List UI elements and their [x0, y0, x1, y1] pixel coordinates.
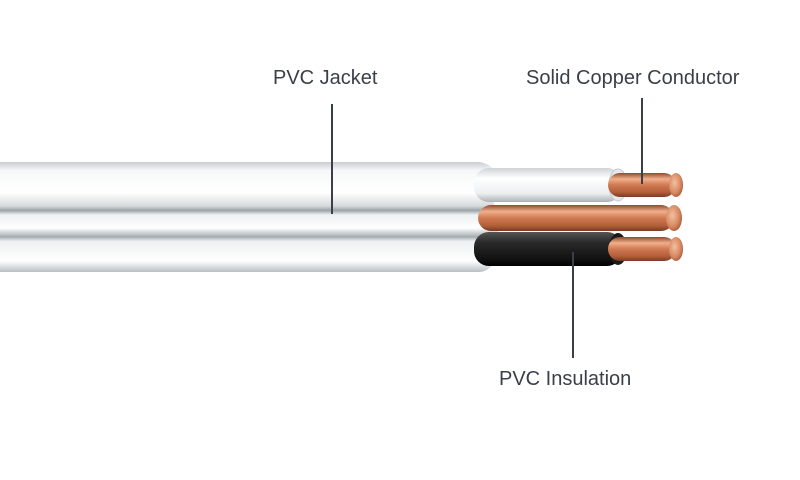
top-copper-conductor: [608, 173, 676, 197]
pvc-jacket: [0, 162, 499, 272]
top-copper-end: [669, 173, 683, 197]
pvc-insulation-label: PVC Insulation: [499, 368, 632, 390]
ground-copper-end: [666, 205, 682, 231]
bottom-copper-conductor: [608, 237, 676, 261]
solid-copper-conductor-label: Solid Copper Conductor: [526, 67, 740, 89]
ground-copper-wire: [478, 205, 674, 231]
white-insulation: [474, 168, 622, 202]
black-insulation: [474, 232, 622, 266]
bottom-copper-end: [669, 237, 683, 261]
pvc-jacket-label: PVC Jacket: [273, 67, 378, 89]
